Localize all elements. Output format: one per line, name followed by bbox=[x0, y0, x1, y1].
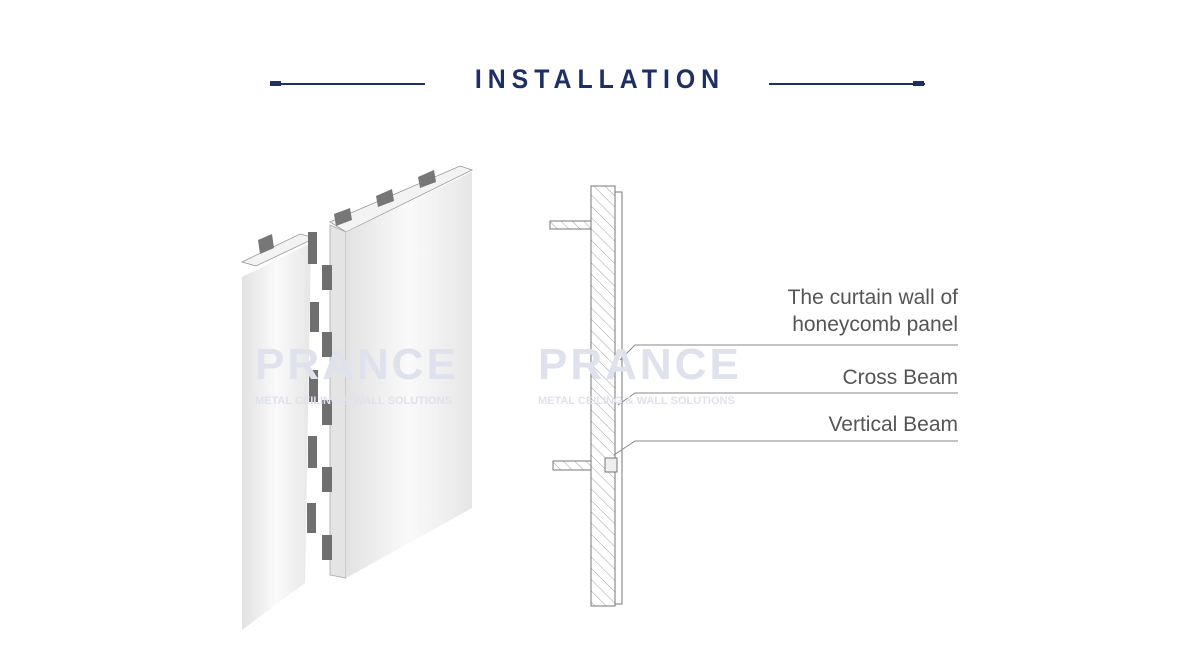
side-clips bbox=[307, 232, 332, 560]
floor-slab-top bbox=[549, 220, 592, 230]
honeycomb-panel-right bbox=[329, 165, 474, 579]
title-rule-right-cap bbox=[913, 81, 924, 86]
label-cross-beam: Cross Beam bbox=[842, 366, 958, 389]
label-curtain-wall-line2: honeycomb panel bbox=[792, 313, 958, 336]
honeycomb-panel-left bbox=[240, 233, 317, 630]
page-title: INSTALLATION bbox=[474, 64, 726, 94]
bracket bbox=[604, 457, 618, 473]
label-curtain-wall: The curtain wall of honeycomb panel bbox=[788, 284, 958, 338]
label-vertical-beam: Vertical Beam bbox=[828, 413, 958, 436]
leader-lines bbox=[613, 344, 958, 456]
top-clip bbox=[258, 234, 274, 254]
title-rule-left bbox=[270, 83, 425, 85]
panel-section bbox=[614, 191, 623, 605]
wall-section bbox=[549, 185, 623, 607]
top-clip bbox=[376, 189, 394, 207]
title-rule-right bbox=[769, 83, 925, 85]
watermark-logo: PRANCE bbox=[538, 340, 742, 389]
floor-slab-bottom bbox=[552, 460, 592, 471]
watermark-logo: PRANCE bbox=[255, 340, 459, 389]
title-rule-left-cap bbox=[270, 81, 281, 86]
label-curtain-wall-line1: The curtain wall of bbox=[787, 286, 958, 309]
top-clip bbox=[418, 170, 436, 188]
watermark-tagline: METAL CEILING & WALL SOLUTIONS bbox=[255, 395, 452, 407]
top-clip bbox=[334, 208, 352, 226]
watermark-tagline: METAL CEILING & WALL SOLUTIONS bbox=[538, 395, 735, 407]
